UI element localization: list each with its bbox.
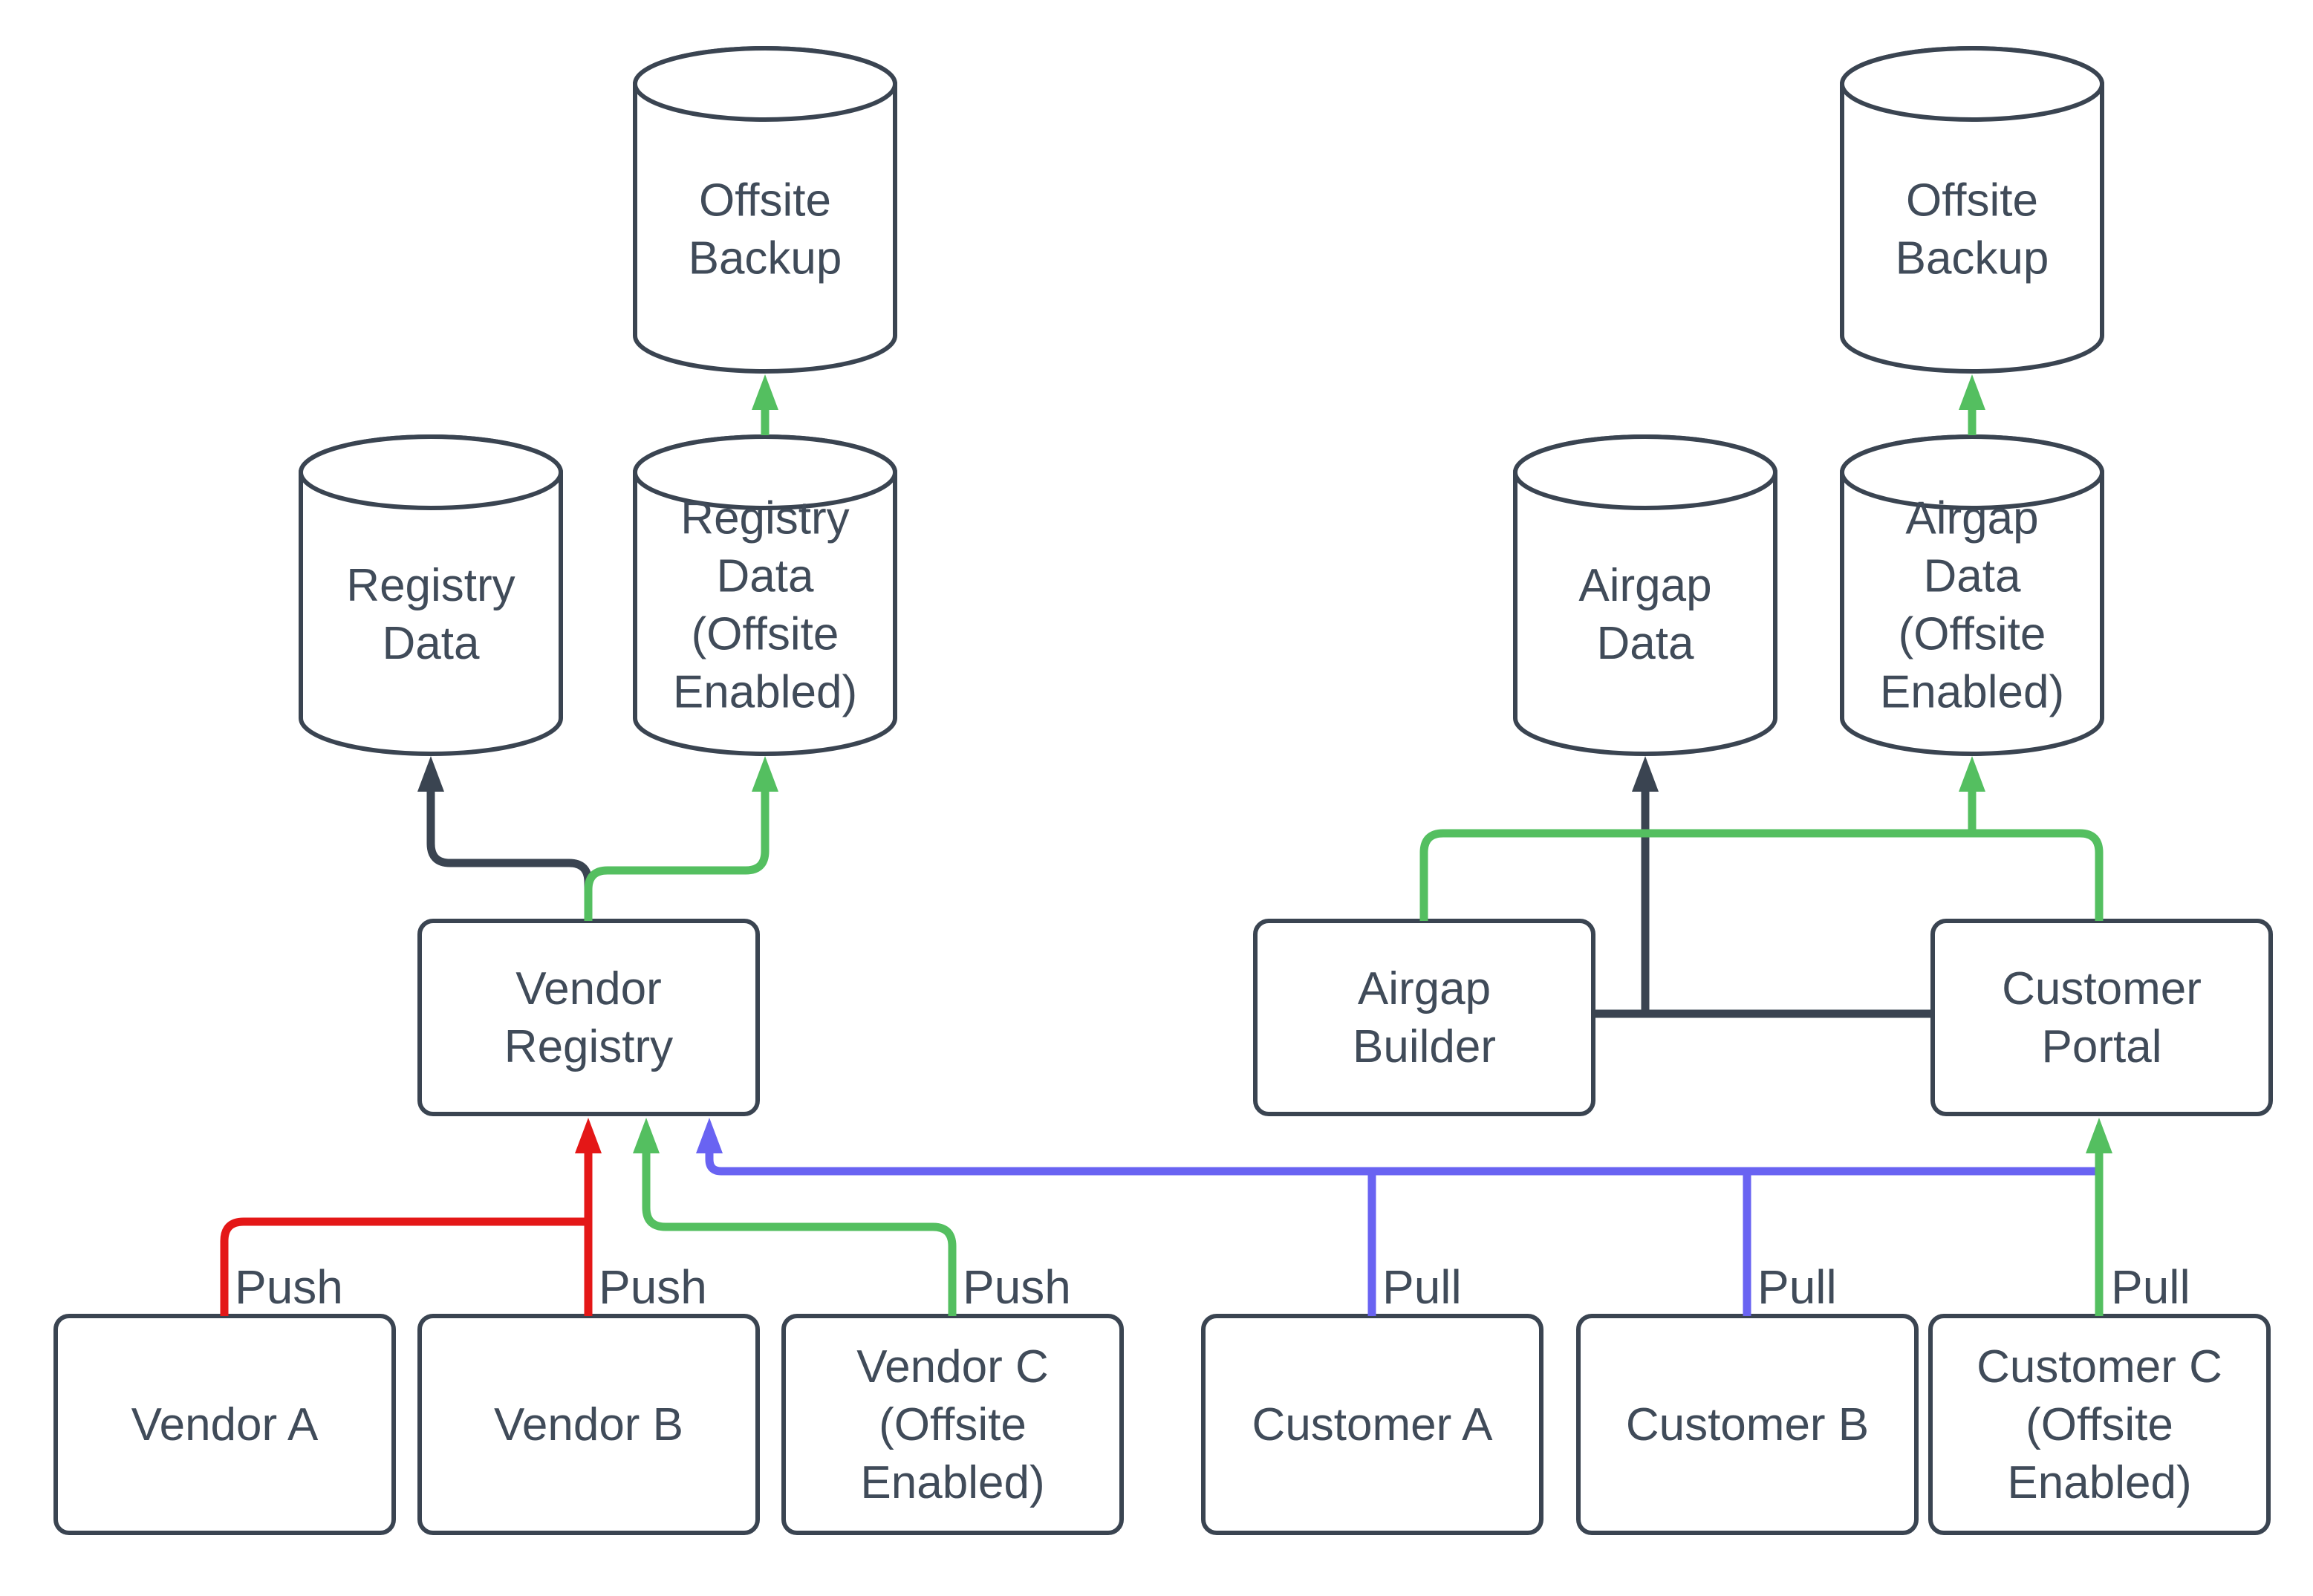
edge-vendor-registry-to-registry-data-arrowhead [417, 756, 444, 792]
push-label-vendor-b: Push [599, 1260, 707, 1314]
push-label-vendor-a: Push [235, 1260, 343, 1314]
pull-label-customer-c: Pull [2111, 1260, 2190, 1314]
edge-registry-data-offsite-to-offsite-backup-arrowhead [752, 374, 778, 410]
customer-portal-rect [1930, 919, 2273, 1116]
customer-a: Customer A [1201, 1314, 1543, 1535]
edge-vendor-registry-to-registry-data [426, 786, 593, 921]
customer-a-label: Customer A [1252, 1399, 1494, 1450]
customer-b: Customer B [1576, 1314, 1919, 1535]
edge-airgap-data-offsite-to-offsite-backup-arrowhead [1959, 374, 1985, 410]
edge-green-bus-to-airgap-data-offsite-arrowhead [1959, 756, 1985, 792]
vendor-registry-rect [417, 919, 760, 1116]
offsite-backup-left-top-ellipse [633, 46, 897, 122]
airgap-data-offsite-top-ellipse [1840, 434, 2104, 510]
edge-customer-c-pull-to-customer-portal-arrowhead [2086, 1118, 2112, 1153]
vendor-b-label: Vendor B [494, 1399, 683, 1450]
edge-vendor-c-push-to-vendor-registry-arrowhead [633, 1118, 660, 1153]
registry-data-offsite-top-ellipse [633, 434, 897, 510]
edge-vendor-registry-to-registry-data-offsite-arrowhead [752, 756, 778, 792]
offsite-backup-right-top-ellipse [1840, 46, 2104, 122]
edge-pull-bus-to-vendor-registry [705, 1147, 2103, 1176]
edge-vendor-a-push [220, 1217, 585, 1316]
edge-vendor-c-push-to-vendor-registry [642, 1147, 957, 1316]
vendor-b: Vendor B [417, 1314, 760, 1535]
edge-vendor-b-push-to-vendor-registry-arrowhead [575, 1118, 602, 1153]
push-label-vendor-c: Push [963, 1260, 1071, 1314]
airgap-builder-rect [1253, 919, 1595, 1116]
airgap-data-top-ellipse [1513, 434, 1777, 510]
edge-vendor-registry-to-registry-data-offsite [584, 786, 770, 921]
edge-builder-portal-green-bus [1419, 829, 2104, 921]
pull-label-customer-a: Pull [1382, 1260, 1462, 1314]
vendor-a: Vendor A [53, 1314, 396, 1535]
pull-label-customer-b: Pull [1757, 1260, 1837, 1314]
edge-pull-bus-to-vendor-registry-arrowhead [696, 1118, 723, 1153]
vendor-a-label: Vendor A [131, 1399, 319, 1450]
edge-builder-portal-to-airgap-data-arrowhead [1632, 756, 1659, 792]
customer-b-label: Customer B [1626, 1399, 1869, 1450]
registry-data-top-ellipse [299, 434, 563, 510]
